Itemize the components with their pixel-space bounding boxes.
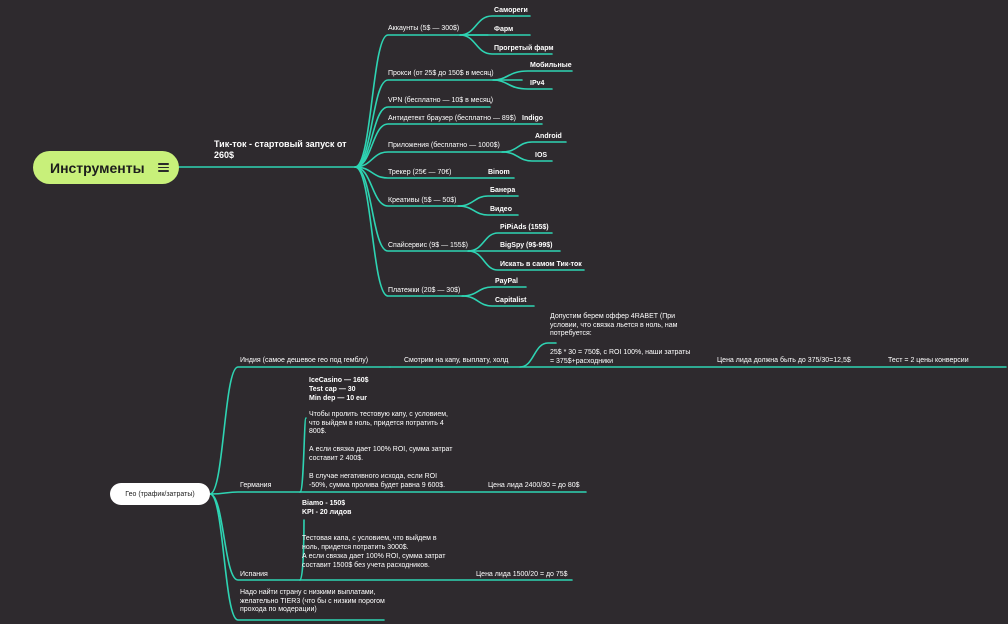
tool-antidetect[interactable]: Антидетект браузер (бесплатно — 89$) <box>388 115 516 122</box>
payments-child-paypal[interactable]: PayPal <box>495 278 518 285</box>
spy-child-tiktok[interactable]: Искать в самом Тик-ток <box>500 261 582 268</box>
creatives-child-video[interactable]: Видео <box>490 206 512 213</box>
root-label: Инструменты <box>50 159 145 176</box>
geo-germany[interactable]: Германия <box>240 482 272 489</box>
germany-lead-price[interactable]: Цена лида 2400/30 = до 80$ <box>488 482 580 489</box>
root-node[interactable]: Инструменты <box>33 151 179 184</box>
india-offer-text: Допустим берем оффер 4RABET (При условии… <box>550 313 678 338</box>
tool-payments[interactable]: Платежки (20$ — 30$) <box>388 287 461 294</box>
india-lead-price[interactable]: Цена лида должна быть до 375/30=12,5$ <box>717 357 851 364</box>
payments-child-capitalist[interactable]: Capitalist <box>495 297 527 304</box>
geo-spain[interactable]: Испания <box>240 571 268 578</box>
tool-apps[interactable]: Приложения (бесплатно — 1000$) <box>388 142 500 149</box>
accounts-child-warmed-farm[interactable]: Прогретый фарм <box>494 45 554 52</box>
creatives-child-banners[interactable]: Банера <box>490 187 516 194</box>
spain-p1: Тестовая капа, с условием, что выйдем в … <box>302 535 437 551</box>
hub-subtitle: Тик-ток - стартовый запуск от 260$ <box>214 139 347 160</box>
germany-p2: А если связка дает 100% ROI, сумма затра… <box>309 446 453 462</box>
germany-offer-title: IceCasino — 160$ <box>309 377 369 384</box>
tool-creatives[interactable]: Креативы (5$ — 50$) <box>388 197 457 204</box>
india-step-check-cap[interactable]: Смотрим на капу, выплату, холд <box>404 357 509 364</box>
spain-offer-title: Biamo - 150$ <box>302 500 346 507</box>
proxy-child-ipv4[interactable]: IPv4 <box>530 80 545 87</box>
tool-tracker[interactable]: Трекер (25€ — 70€) <box>388 169 452 176</box>
accounts-child-farm[interactable]: Фарм <box>494 26 514 33</box>
germany-offer-cap: Test cap — 30 <box>309 386 356 393</box>
india-test[interactable]: Тест = 2 цены конверсии <box>888 357 969 364</box>
tool-accounts[interactable]: Аккаунты (5$ — 300$) <box>388 25 460 32</box>
geo-label: Гео (трафик/затраты) <box>125 490 195 498</box>
germany-p3: В случае негативного исхода, если ROI -5… <box>309 473 446 489</box>
germany-p1: Чтобы пролить тестовую капу, с условием,… <box>309 411 448 436</box>
tool-proxy[interactable]: Прокси (от 25$ до 150$ в месяц) <box>388 70 494 77</box>
tracker-child-binom[interactable]: Binom <box>488 169 510 176</box>
geo-note[interactable]: Надо найти страну с низкими выплатами, ж… <box>240 589 385 614</box>
india-calc-text: 25$ * 30 = 750$, с ROI 100%, наши затрат… <box>550 349 691 365</box>
proxy-child-mobile[interactable]: Мобильные <box>530 62 572 69</box>
menu-icon[interactable] <box>157 161 169 174</box>
geo-india[interactable]: Индия (самое дешевое гео под гемблу) <box>240 357 369 364</box>
accounts-child-self-reg[interactable]: Самореги <box>494 7 528 14</box>
geo-node[interactable]: Гео (трафик/затраты) <box>110 483 210 505</box>
tool-vpn[interactable]: VPN (бесплатно — 10$ в месяц) <box>388 97 494 104</box>
spy-child-pipiads[interactable]: PiPiAds (155$) <box>500 224 549 231</box>
spy-child-bigspy[interactable]: BigSpy (9$-99$) <box>500 242 553 249</box>
antidetect-child-indigo[interactable]: Indigo <box>522 115 543 122</box>
germany-offer-dep: Min dep — 10 eur <box>309 395 367 402</box>
spain-p2: А если связка дает 100% ROI, сумма затра… <box>302 553 446 569</box>
apps-child-ios[interactable]: IOS <box>535 152 548 159</box>
tool-spy[interactable]: Спайсервис (9$ — 155$) <box>388 242 468 249</box>
spain-offer-kpi: KPI - 20 лидов <box>302 509 352 516</box>
apps-child-android[interactable]: Android <box>535 133 562 140</box>
spain-lead-price[interactable]: Цена лида 1500/20 = до 75$ <box>476 571 568 578</box>
